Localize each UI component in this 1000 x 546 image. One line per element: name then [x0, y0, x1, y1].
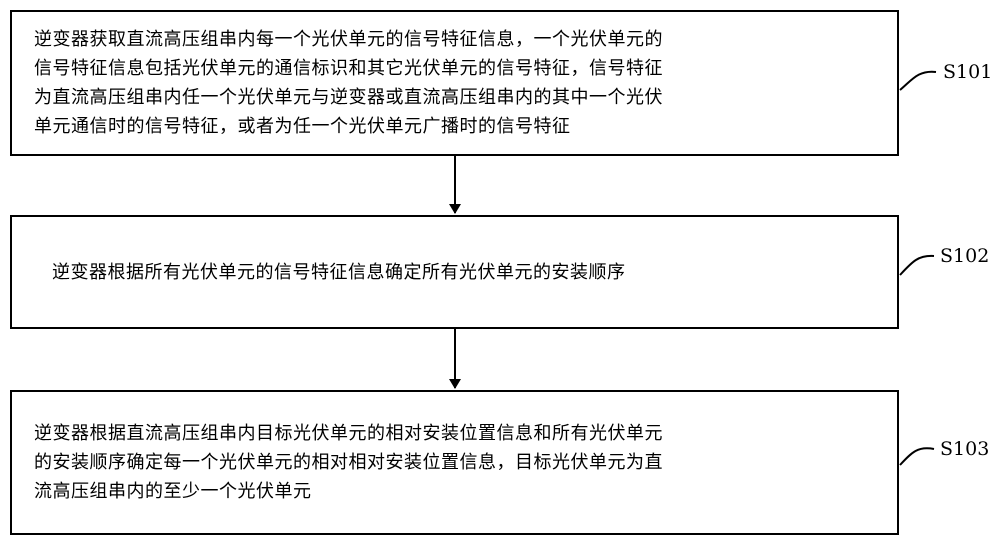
step-label-s101: S101	[943, 61, 992, 83]
leader-line-s103	[900, 448, 934, 465]
step-label-s102: S102	[940, 245, 989, 267]
step-label-s103: S103	[940, 438, 989, 460]
step-box-s103: 逆变器根据直流高压组串内目标光伏单元的相对安装位置信息和所有光伏单元 的安装顺序…	[10, 390, 899, 535]
step-box-s102: 逆变器根据所有光伏单元的信号特征信息确定所有光伏单元的安装顺序	[10, 215, 899, 329]
leader-line-s102	[900, 256, 934, 275]
step-box-s101: 逆变器获取直流高压组串内每一个光伏单元的信号特征信息，一个光伏单元的 信号特征信…	[10, 10, 899, 156]
step-text-s103: 逆变器根据直流高压组串内目标光伏单元的相对安装位置信息和所有光伏单元 的安装顺序…	[34, 419, 663, 506]
leader-line-s101	[900, 72, 936, 90]
step-text-s102: 逆变器根据所有光伏单元的信号特征信息确定所有光伏单元的安装顺序	[34, 258, 626, 287]
step-text-s101: 逆变器获取直流高压组串内每一个光伏单元的信号特征信息，一个光伏单元的 信号特征信…	[34, 25, 663, 141]
